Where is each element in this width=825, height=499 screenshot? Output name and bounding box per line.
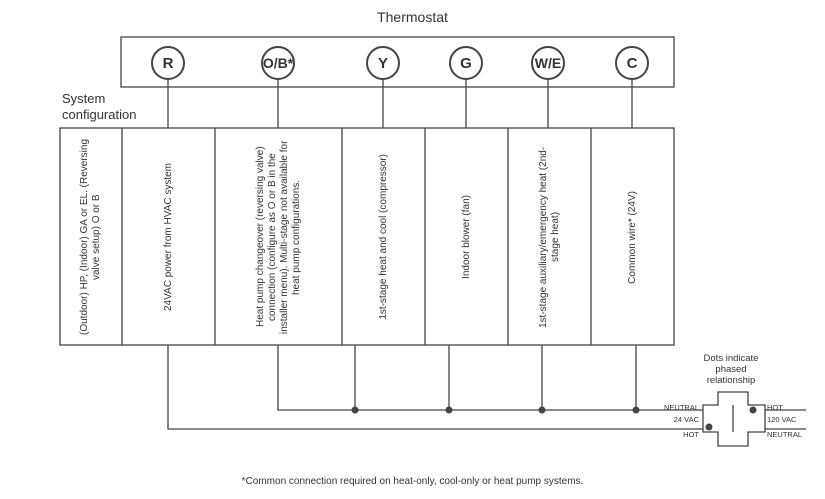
system-configuration-label: System configuration <box>62 91 136 123</box>
terminal-label: Y <box>377 54 388 72</box>
desc-cell-we: 1st-stage auxiliary/emergency heat (2nd-… <box>510 130 589 344</box>
desc-cell-c: Common wire* (24V) <box>593 130 672 344</box>
wire-neutral-bus <box>277 345 703 411</box>
terminal-label: W/E <box>534 55 562 71</box>
label-120vac: 120 VAC <box>767 415 797 424</box>
system-configuration-line: System <box>62 91 106 106</box>
desc-cell-r: 24VAC power from HVAC system <box>124 130 213 344</box>
label-neutral-primary: NEUTRAL <box>767 430 803 439</box>
phase-dot-primary <box>749 406 757 414</box>
desc-text: 24VAC power from HVAC system <box>162 162 174 311</box>
terminal-y: Y <box>366 46 400 80</box>
terminal-label: O/B* <box>262 55 294 71</box>
label-hot-secondary: HOT <box>683 430 699 439</box>
label-hot-primary: HOT <box>767 403 783 412</box>
desc-text: Common wire* (24V) <box>626 190 638 284</box>
junction-dot <box>632 406 640 414</box>
desc-text: Indoor blower (fan) <box>460 195 472 279</box>
junction-dot <box>538 406 546 414</box>
phasing-note: Dots indicate phased relationship <box>688 353 774 386</box>
terminal-ob: O/B* <box>261 46 295 80</box>
desc-cell-y: 1st-stage heat and cool (compressor) <box>344 130 423 344</box>
transformer-symbol <box>702 391 766 447</box>
desc-text: Heat pump changeover (reversing valve) c… <box>254 140 302 334</box>
phasing-note-line: Dots indicate <box>703 353 759 364</box>
system-configuration-table <box>59 127 675 346</box>
phasing-note-line: relationship <box>706 375 756 386</box>
desc-cell-ob: Heat pump changeover (reversing valve) c… <box>217 130 340 344</box>
diagram-title: Thermostat <box>377 9 448 25</box>
thermostat-box <box>120 36 675 88</box>
desc-text: 1st-stage auxiliary/emergency heat (2nd-… <box>537 146 561 328</box>
terminal-label: C <box>626 54 638 72</box>
terminal-we: W/E <box>531 46 565 80</box>
terminal-label: R <box>162 54 174 72</box>
terminal-label: G <box>460 54 472 72</box>
phase-dot-secondary <box>705 423 713 431</box>
label-neutral-secondary: NEUTRAL <box>663 403 699 412</box>
terminal-r: R <box>151 46 185 80</box>
junction-dot <box>445 406 453 414</box>
desc-cell-g: Indoor blower (fan) <box>427 130 506 344</box>
system-configuration-line: configuration <box>62 107 137 122</box>
terminal-g: G <box>449 46 483 80</box>
phasing-note-line: phased <box>715 364 747 375</box>
wire-r-hot <box>167 345 703 430</box>
desc-cell-system-setup: (Outdoor) HP, (Indoor) GA or EL. (Revers… <box>62 130 120 344</box>
footnote: *Common connection required on heat-only… <box>241 476 584 487</box>
junction-dot <box>351 406 359 414</box>
label-24vac: 24 VAC <box>673 415 699 424</box>
desc-text: 1st-stage heat and cool (compressor) <box>377 154 389 320</box>
terminal-c: C <box>615 46 649 80</box>
desc-text: (Outdoor) HP, (Indoor) GA or EL. (Revers… <box>79 139 102 336</box>
